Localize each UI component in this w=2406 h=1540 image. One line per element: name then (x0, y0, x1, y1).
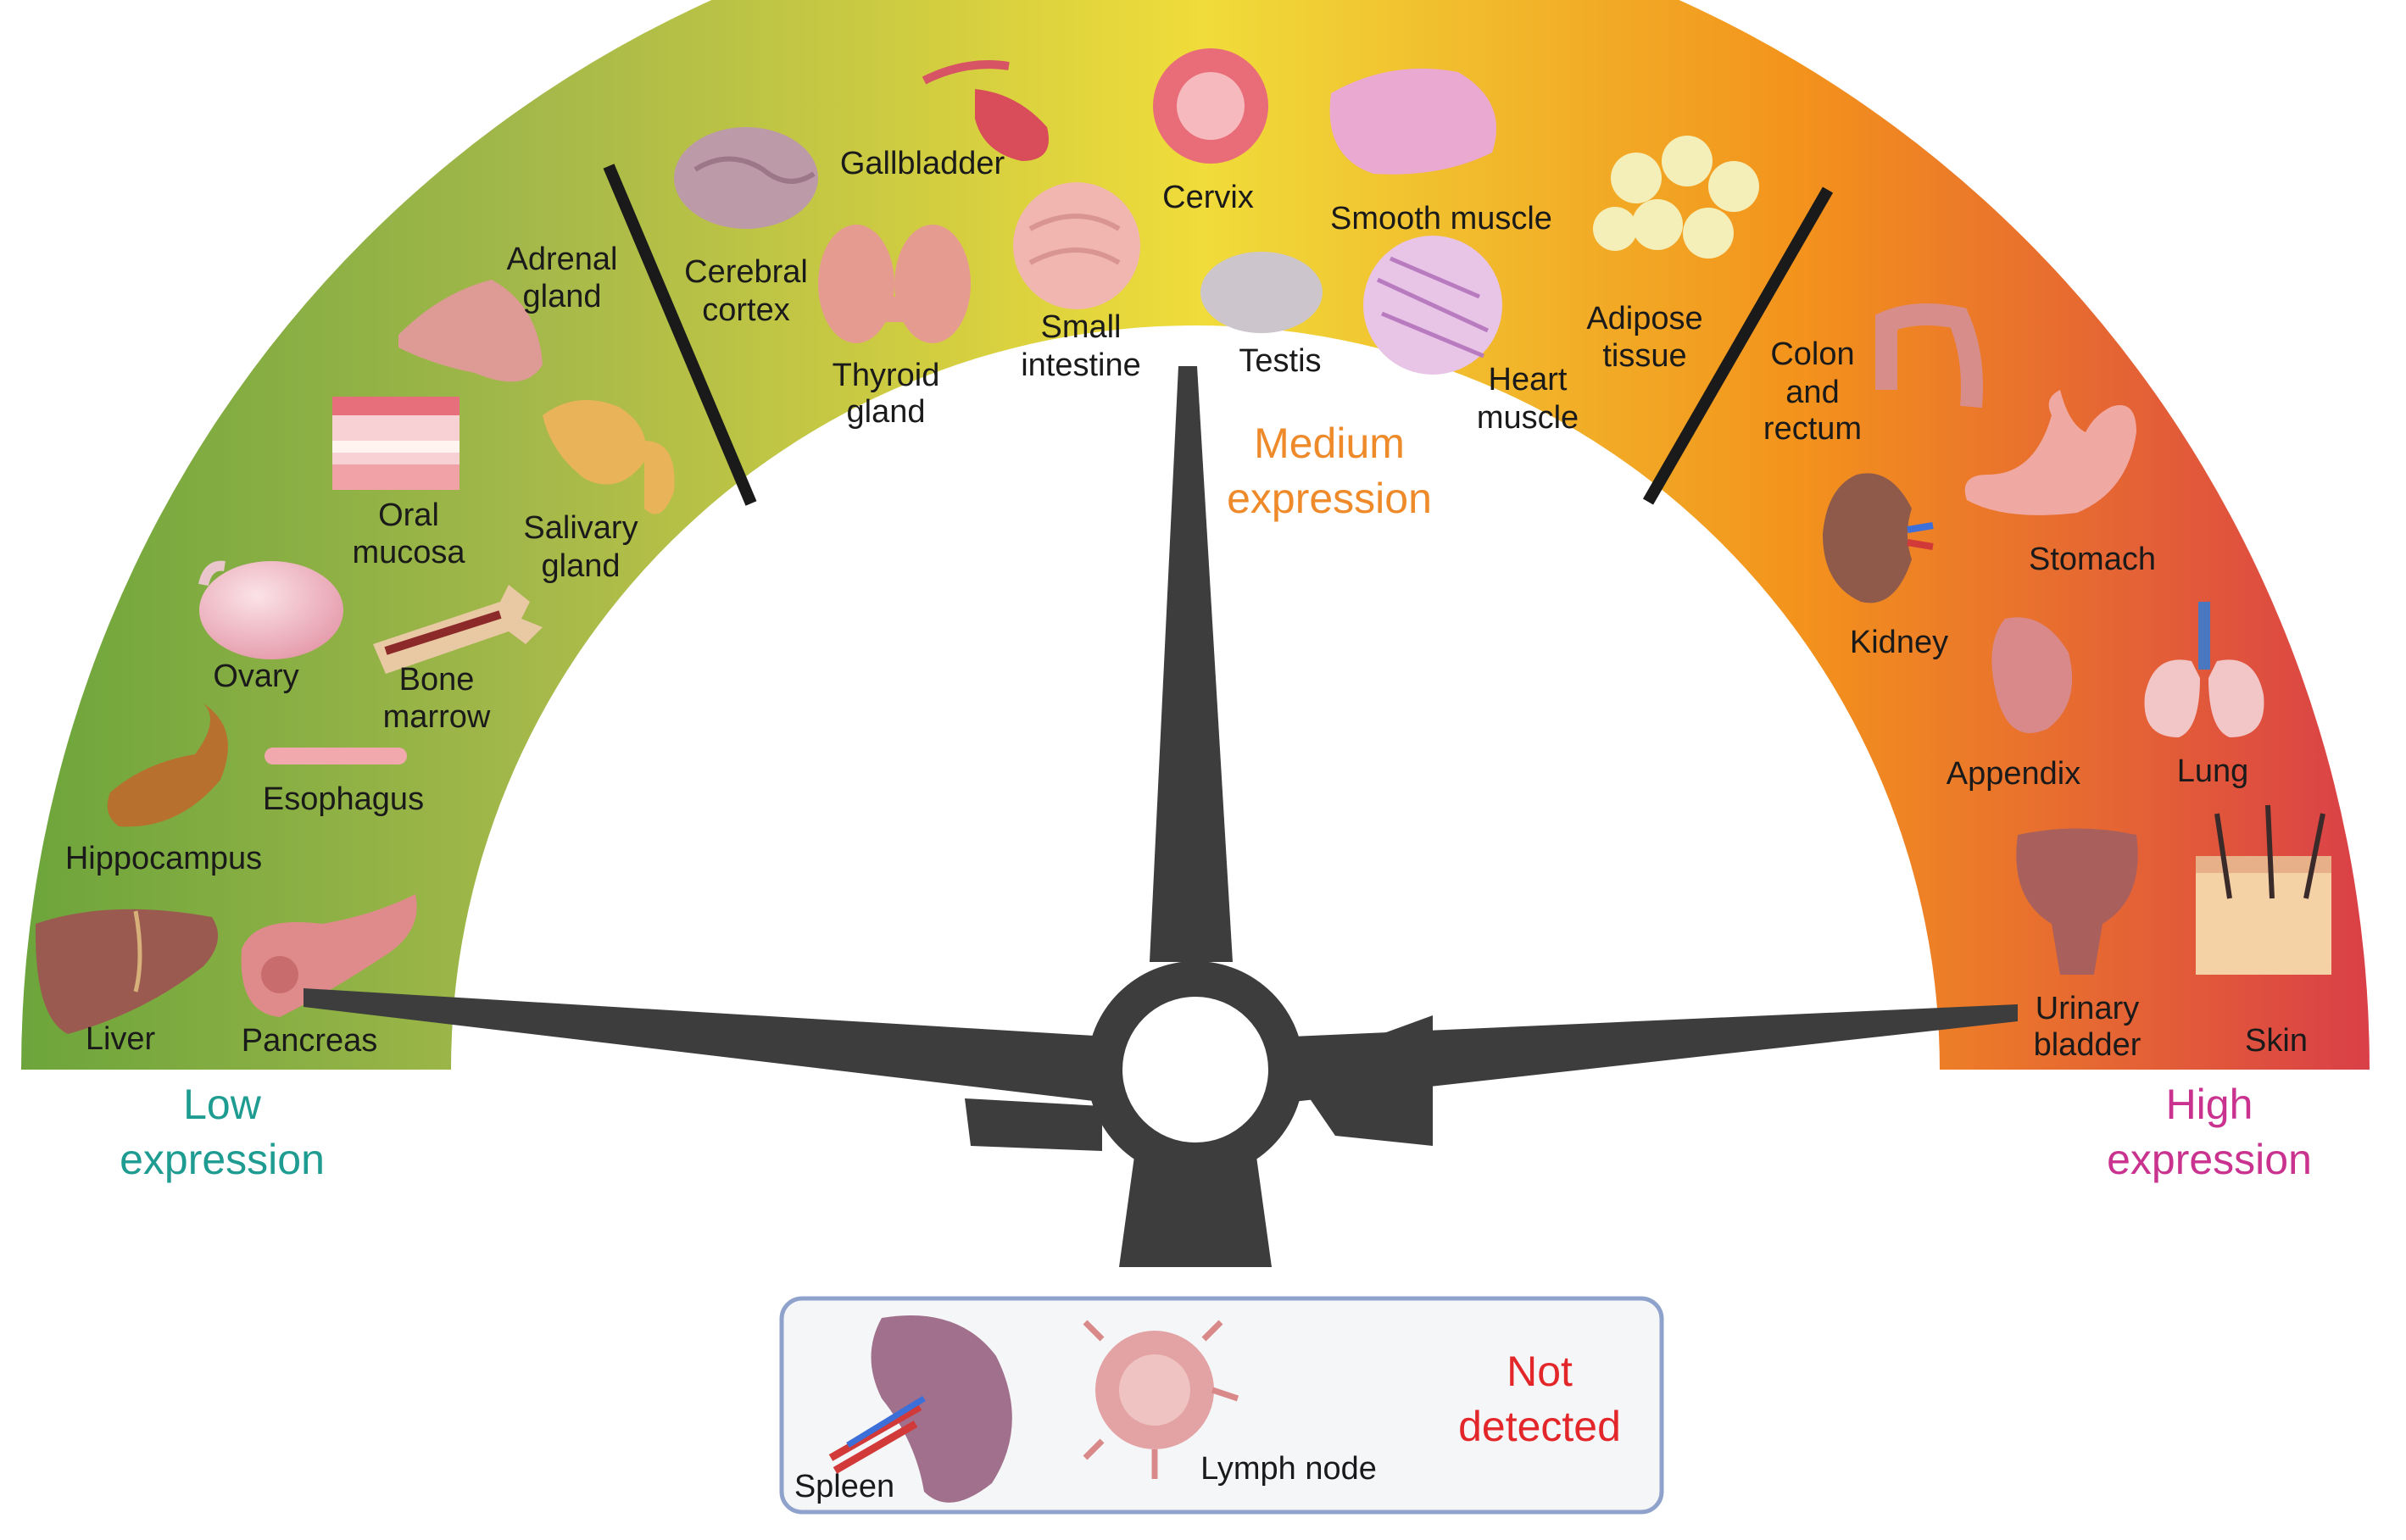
cerebral-cortex-icon (674, 127, 818, 229)
thyroid-gland-icon (818, 225, 971, 343)
spleen-icon (828, 1315, 1012, 1503)
adipose-tissue-icon (1593, 136, 1759, 259)
urinary-bladder-icon (2016, 828, 2138, 975)
label-liver: Liver (86, 1021, 156, 1057)
pancreas-icon (241, 894, 417, 1017)
small-intestine-icon (1013, 182, 1140, 309)
label-cervix: Cervix (1162, 180, 1254, 215)
label-skin: Skin (2245, 1023, 2308, 1059)
heart-muscle-icon (1363, 236, 1502, 375)
label-testis: Testis (1239, 343, 1321, 379)
smooth-muscle-icon (1329, 68, 1496, 175)
organ-labels: Liver Pancreas Hippocampus Esophagus Ova… (65, 146, 2308, 1063)
label-spleen: Spleen (794, 1469, 894, 1504)
adrenal-gland-icon (398, 280, 543, 382)
cervix-icon (1153, 48, 1268, 164)
needle-right-fin (1289, 1015, 1433, 1146)
needle-hub-hole (1122, 997, 1268, 1142)
oral-mucosa-icon (332, 397, 459, 490)
colon-rectum-icon (1875, 303, 1983, 409)
esophagus-icon (265, 748, 407, 764)
label-pancreas: Pancreas (242, 1023, 378, 1059)
ovary-icon (198, 560, 343, 659)
needle-left-fin (965, 1098, 1102, 1151)
liver-icon (35, 909, 219, 1034)
label-appendix: Appendix (1947, 756, 2080, 792)
bone-marrow-icon (373, 585, 543, 674)
needle-up (1150, 366, 1233, 962)
hippocampus-icon (107, 703, 228, 827)
label-lymph-node: Lymph node (1200, 1451, 1377, 1487)
needle-left (304, 988, 1136, 1106)
salivary-gland-icon (543, 400, 675, 514)
label-smooth-muscle: Smooth muscle (1330, 201, 1552, 236)
label-stomach: Stomach (2029, 542, 2156, 577)
kidney-icon (1823, 473, 1934, 603)
needle-down (1119, 1144, 1272, 1267)
separator-medium-high (1642, 186, 1834, 505)
appendix-icon (1991, 617, 2073, 733)
label-gallbladder: Gallbladder (840, 146, 1005, 181)
gauge-needle (304, 366, 2018, 1267)
label-kidney: Kidney (1850, 625, 1948, 660)
separator-low-medium (603, 164, 757, 506)
label-ovary: Ovary (213, 659, 298, 694)
skin-icon (2196, 804, 2331, 975)
lung-icon (2144, 602, 2264, 737)
gallbladder-icon (922, 60, 1049, 161)
label-esophagus: Esophagus (263, 781, 424, 817)
testis-icon (1200, 252, 1323, 333)
lymph-node-icon (1083, 1320, 1239, 1479)
label-hippocampus: Hippocampus (65, 841, 262, 876)
needle-right (1255, 1004, 2018, 1106)
stomach-icon (1964, 390, 2136, 515)
label-lung: Lung (2177, 753, 2249, 789)
